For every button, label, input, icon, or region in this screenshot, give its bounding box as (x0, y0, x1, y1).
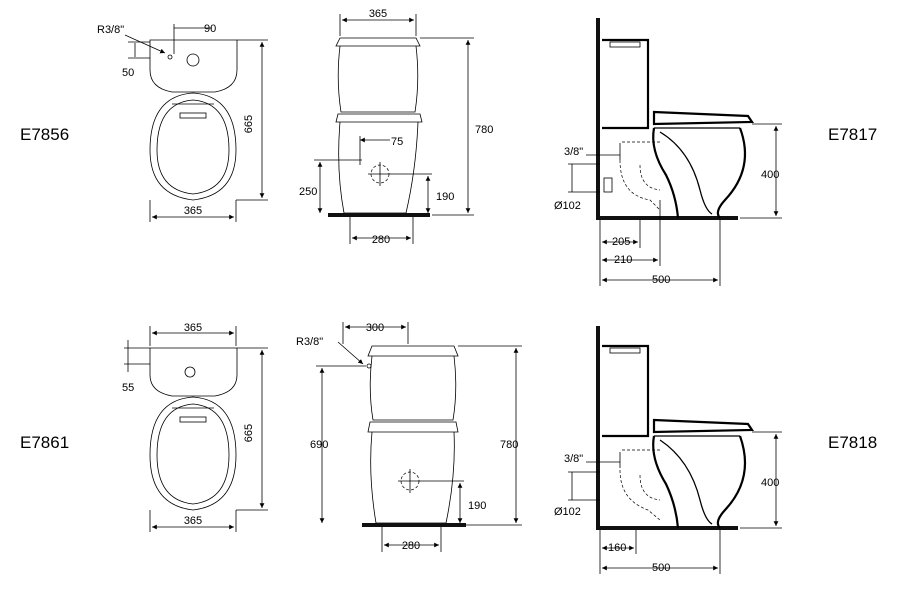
bottom-side-dim-500: 500 (652, 562, 670, 574)
bottom-side-pipe-diameter: Ø102 (554, 506, 581, 518)
top-plan-tap-hole (186, 53, 200, 67)
top-front-dim-75: 75 (391, 136, 403, 148)
top-side-wall (596, 18, 600, 218)
top-front-dim-190: 190 (436, 191, 454, 203)
top-front-dim-365: 365 (369, 8, 387, 20)
bottom-side-wall (596, 326, 600, 528)
bottom-side-thread: 3/8" (564, 453, 583, 465)
top-side-bowl (652, 127, 747, 219)
top-front-dim-280: 280 (372, 234, 390, 246)
bottom-front-dim-780: 780 (500, 439, 518, 451)
top-front-pedestal (338, 121, 419, 214)
bottom-plan-bowl (149, 396, 237, 511)
top-plan-view: 665 365 90 R3/8" 50 (97, 23, 268, 222)
top-side-view: 3/8" Ø102 400 205 210 500 (554, 18, 782, 286)
top-front-seat (335, 113, 423, 123)
bottom-front-dim-190: 190 (468, 500, 486, 512)
top-front-cistern (337, 45, 419, 113)
model-code-e7818: E7818 (828, 433, 877, 452)
top-front-view: 365 780 75 250 190 280 (299, 8, 493, 246)
bottom-side-floor (596, 526, 738, 530)
bottom-side-cistern (602, 344, 650, 438)
top-plan-bowl (149, 92, 237, 201)
bottom-side-view: 3/8" Ø102 400 160 500 (554, 326, 782, 574)
bottom-front-dim-300: 300 (366, 322, 384, 334)
top-plan-dim-665: 665 (243, 115, 255, 133)
bottom-plan-dim-365-bottom: 365 (184, 515, 202, 527)
top-plan-dim-90: 90 (204, 23, 216, 35)
bottom-front-view: 300 R3/8" 690 780 190 280 (296, 322, 522, 552)
top-plan-seat (156, 99, 230, 195)
bottom-plan-seat (156, 403, 230, 505)
bottom-side-dim-400: 400 (761, 477, 779, 489)
top-plan-dim-50: 50 (122, 67, 134, 79)
top-plan-dim-365: 365 (184, 205, 202, 217)
top-side-dim-500: 500 (652, 274, 670, 286)
bottom-side-seat (652, 418, 755, 434)
top-front-dim-250: 250 (299, 186, 317, 198)
bottom-front-thread: R3/8" (296, 336, 323, 348)
top-front-floor (328, 213, 430, 217)
top-side-seat (652, 110, 755, 126)
top-plan-inlet (167, 54, 173, 60)
bottom-plan-cistern (149, 347, 238, 397)
top-front-dim-780: 780 (475, 124, 493, 136)
top-side-dim-205: 205 (612, 236, 630, 248)
bottom-front-dim-280: 280 (402, 540, 420, 552)
top-side-floor (596, 216, 738, 220)
bottom-plan-view: 365 665 55 365 (122, 322, 268, 532)
model-code-e7861: E7861 (20, 433, 69, 452)
bottom-side-dim-160: 160 (608, 542, 626, 554)
bottom-plan-dim-665: 665 (243, 424, 255, 442)
bottom-front-cistern-lid (367, 345, 459, 357)
top-side-pipe-diameter: Ø102 (554, 200, 581, 212)
top-plan-thread: R3/8" (97, 24, 124, 36)
bottom-plan-dim-55: 55 (122, 382, 134, 394)
top-plan-cistern (149, 39, 238, 93)
top-side-dim-210: 210 (614, 254, 632, 266)
model-code-e7817: E7817 (828, 125, 877, 144)
bottom-front-seat (367, 421, 459, 433)
top-front-cistern-lid (335, 37, 421, 47)
top-side-cistern (602, 38, 650, 130)
bottom-side-bowl (652, 435, 747, 529)
bottom-front-pedestal (370, 431, 455, 524)
bottom-plan-tap-hole (184, 366, 196, 378)
bottom-plan-dim-365-top: 365 (184, 322, 202, 334)
bottom-front-cistern (369, 355, 457, 421)
top-side-thread: 3/8" (564, 146, 583, 158)
bottom-front-floor (362, 523, 466, 527)
bottom-front-dim-690: 690 (310, 439, 328, 451)
model-code-e7856: E7856 (20, 125, 69, 144)
top-side-dim-400: 400 (761, 169, 779, 181)
